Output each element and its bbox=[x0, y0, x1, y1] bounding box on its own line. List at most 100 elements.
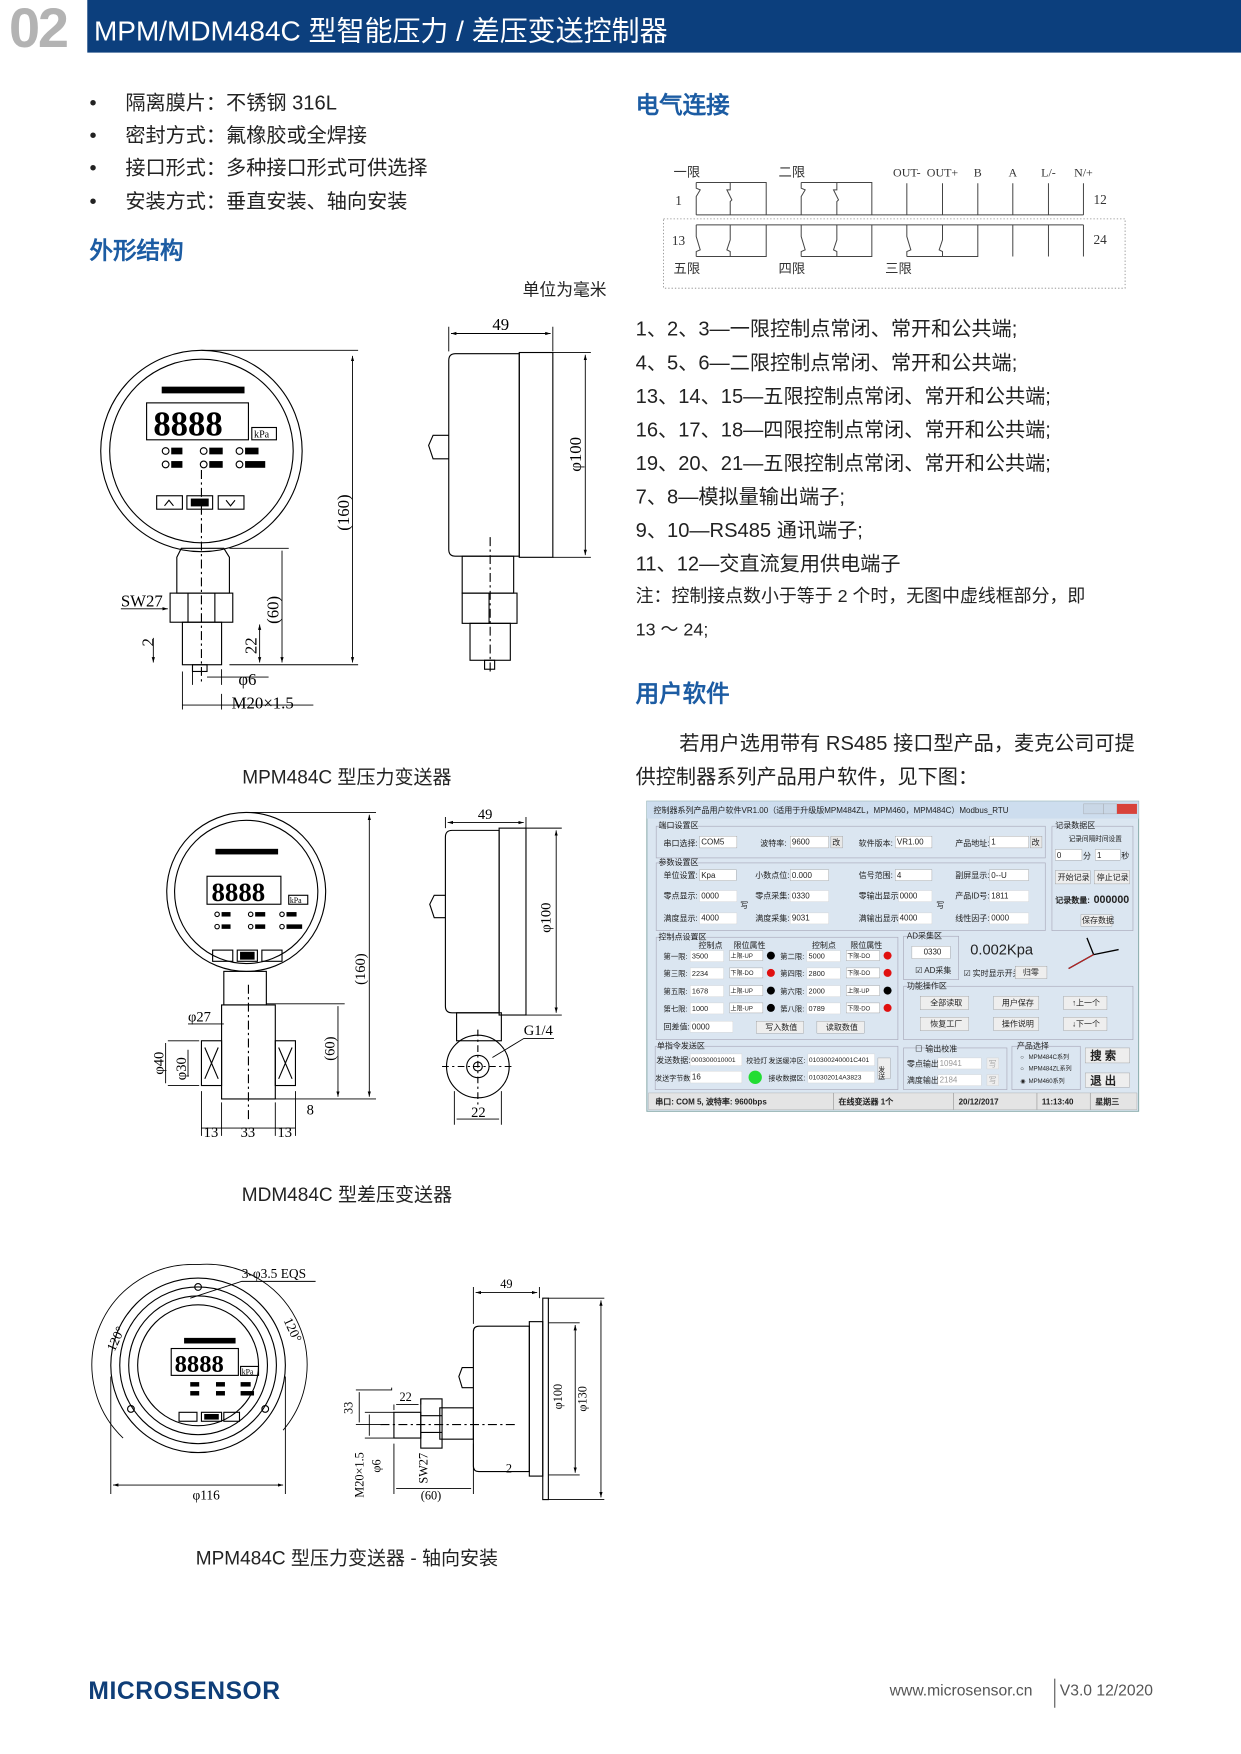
com-port-select[interactable]: COM5 bbox=[701, 838, 725, 847]
send-button[interactable] bbox=[877, 1057, 891, 1079]
status-time: 11:13:40 bbox=[1042, 1098, 1074, 1107]
dim-m20: M20×1.5 bbox=[353, 1452, 367, 1498]
signal-label: OUT- bbox=[893, 166, 921, 180]
instructions-button[interactable]: 操作说明 bbox=[1002, 1019, 1034, 1029]
limit-value-field[interactable] bbox=[806, 1002, 841, 1015]
status-weekday: 星期三 bbox=[1095, 1097, 1119, 1107]
baud-select[interactable]: 9600 bbox=[792, 838, 810, 847]
write-button[interactable]: 写 bbox=[936, 901, 944, 910]
feature-item: •密封方式：氟橡胶或全焊接 bbox=[89, 124, 368, 147]
dim-phi100: φ100 bbox=[566, 437, 585, 472]
limit-value-field[interactable] bbox=[806, 950, 841, 962]
write-button[interactable]: 写 bbox=[989, 1059, 997, 1068]
group-label: 五限 bbox=[674, 261, 701, 276]
limit-attr-select[interactable] bbox=[729, 967, 764, 979]
limit-value-field[interactable] bbox=[690, 1002, 724, 1015]
dim-49: 49 bbox=[492, 315, 509, 334]
second-select[interactable]: 1 bbox=[1097, 851, 1102, 860]
calib-checkbox[interactable]: ☐ bbox=[915, 1044, 922, 1053]
svg-text:8888: 8888 bbox=[175, 1351, 224, 1378]
limit-attr-select[interactable] bbox=[846, 1002, 880, 1014]
limit-status-dot bbox=[766, 968, 775, 977]
limit-value: 5000 bbox=[809, 952, 825, 961]
product-radio-selected[interactable]: ◉ bbox=[1020, 1079, 1025, 1085]
ad-checkbox[interactable]: ☑ bbox=[915, 966, 922, 975]
next-button[interactable]: ↓下一个 bbox=[1072, 1020, 1100, 1029]
limit-attr-select[interactable] bbox=[846, 950, 880, 961]
svg-text:满度采集:: 满度采集: bbox=[755, 913, 789, 923]
start-record-button[interactable]: 开始记录 bbox=[1058, 872, 1090, 882]
svg-text:功能操作区: 功能操作区 bbox=[907, 981, 947, 991]
svg-text:零点输出:: 零点输出: bbox=[907, 1058, 941, 1068]
user-save-button[interactable]: 用户保存 bbox=[1002, 998, 1034, 1008]
unit-select[interactable]: Kpa bbox=[701, 871, 716, 880]
limit-value-field[interactable] bbox=[806, 985, 841, 997]
search-button[interactable]: 搜 索 bbox=[1090, 1049, 1116, 1063]
dim-phi27: φ27 bbox=[188, 1010, 211, 1026]
software-paragraph: 若用户选用带有 RS485 接口型产品，麦克公司可提 bbox=[679, 731, 1135, 755]
limit-value-field[interactable] bbox=[690, 950, 724, 962]
limit-value: 3500 bbox=[692, 952, 708, 961]
limit-attr-select[interactable] bbox=[729, 950, 764, 961]
fig1-side-view bbox=[428, 351, 554, 674]
svg-text:校验灯: 校验灯 bbox=[746, 1056, 767, 1065]
limit-label: 第三限: bbox=[664, 969, 688, 978]
change-button[interactable]: 改 bbox=[832, 837, 840, 847]
product-radio[interactable]: ○ bbox=[1020, 1067, 1024, 1073]
signal-select[interactable]: 4 bbox=[897, 871, 902, 880]
realtime-checkbox[interactable]: ☑ bbox=[964, 969, 971, 978]
svg-text:000300010001: 000300010001 bbox=[691, 1057, 736, 1064]
dim-49: 49 bbox=[478, 807, 493, 823]
limit-attr-select[interactable] bbox=[846, 985, 880, 996]
limit-status-dot bbox=[883, 1003, 892, 1012]
limit-value-field[interactable] bbox=[690, 985, 724, 997]
send-button-label[interactable]: 发送 bbox=[877, 1065, 885, 1081]
dim-sw27: SW27 bbox=[121, 592, 163, 611]
limit-status-dot bbox=[766, 986, 775, 995]
limit-label: 第七限: bbox=[664, 1004, 688, 1013]
stop-record-button[interactable]: 停止记录 bbox=[1097, 872, 1129, 882]
outline-heading: 外形结构 bbox=[89, 238, 184, 265]
zero-button[interactable]: 归零 bbox=[1023, 967, 1039, 977]
fig2-front-view bbox=[166, 811, 327, 1120]
svg-text:MPM484ZL系列: MPM484ZL系列 bbox=[1029, 1065, 1072, 1073]
signal-label: B bbox=[974, 166, 982, 180]
write-values-button[interactable]: 写入数值 bbox=[765, 1022, 797, 1032]
terminal-description: 11、12—交直流复用供电端子 bbox=[635, 552, 901, 576]
limit-value-field[interactable] bbox=[690, 967, 724, 980]
terminal-description: 4、5、6—二限控制点常闭、常开和公共端; bbox=[635, 351, 1018, 374]
read-values-button[interactable]: 读取数值 bbox=[826, 1022, 858, 1032]
footer-url[interactable]: www.microsensor.cn bbox=[889, 1680, 1033, 1699]
fig1-caption: MPM484C 型压力变送器 bbox=[242, 766, 452, 788]
limit-value-field[interactable] bbox=[806, 967, 841, 980]
subscreen-select[interactable]: 0--U bbox=[991, 871, 1007, 880]
write-button[interactable]: 写 bbox=[740, 901, 748, 910]
limit-attr-select[interactable] bbox=[729, 1002, 764, 1014]
write-button[interactable]: 写 bbox=[989, 1076, 997, 1085]
save-data-button[interactable]: 保存数据 bbox=[1082, 915, 1114, 925]
svg-text:1811: 1811 bbox=[991, 892, 1009, 901]
address-select[interactable]: 1 bbox=[991, 838, 996, 847]
svg-text:参数设置区: 参数设置区 bbox=[659, 857, 699, 867]
terminal-description: 1、2、3—一限控制点常闭、常开和公共端; bbox=[635, 317, 1018, 341]
svg-text:0000: 0000 bbox=[991, 914, 1009, 923]
decimal-select[interactable]: 0.000 bbox=[792, 871, 813, 880]
previous-button[interactable]: ↑上一个 bbox=[1072, 999, 1100, 1008]
exit-button[interactable]: 退 出 bbox=[1090, 1074, 1116, 1088]
svg-text:零点显示:: 零点显示: bbox=[664, 892, 698, 901]
dim-49: 49 bbox=[500, 1277, 512, 1291]
dim-phi6: φ6 bbox=[238, 670, 256, 689]
limit-attr-select[interactable] bbox=[846, 967, 880, 979]
svg-text:0000: 0000 bbox=[692, 1022, 710, 1031]
svg-text:实时显示开关: 实时显示开关 bbox=[973, 968, 1021, 978]
limit-attr-select[interactable] bbox=[729, 985, 764, 996]
minute-select[interactable]: 0 bbox=[1057, 851, 1062, 860]
electrical-heading: 电气连接 bbox=[635, 92, 730, 119]
read-all-button[interactable]: 全部读取 bbox=[930, 998, 962, 1008]
svg-text:0000: 0000 bbox=[701, 892, 719, 901]
svg-text:MPM484C系列: MPM484C系列 bbox=[1029, 1053, 1069, 1061]
product-radio[interactable]: ○ bbox=[1020, 1055, 1024, 1061]
factory-reset-button[interactable]: 恢复工厂 bbox=[930, 1019, 962, 1029]
change-button[interactable]: 改 bbox=[1032, 837, 1040, 847]
